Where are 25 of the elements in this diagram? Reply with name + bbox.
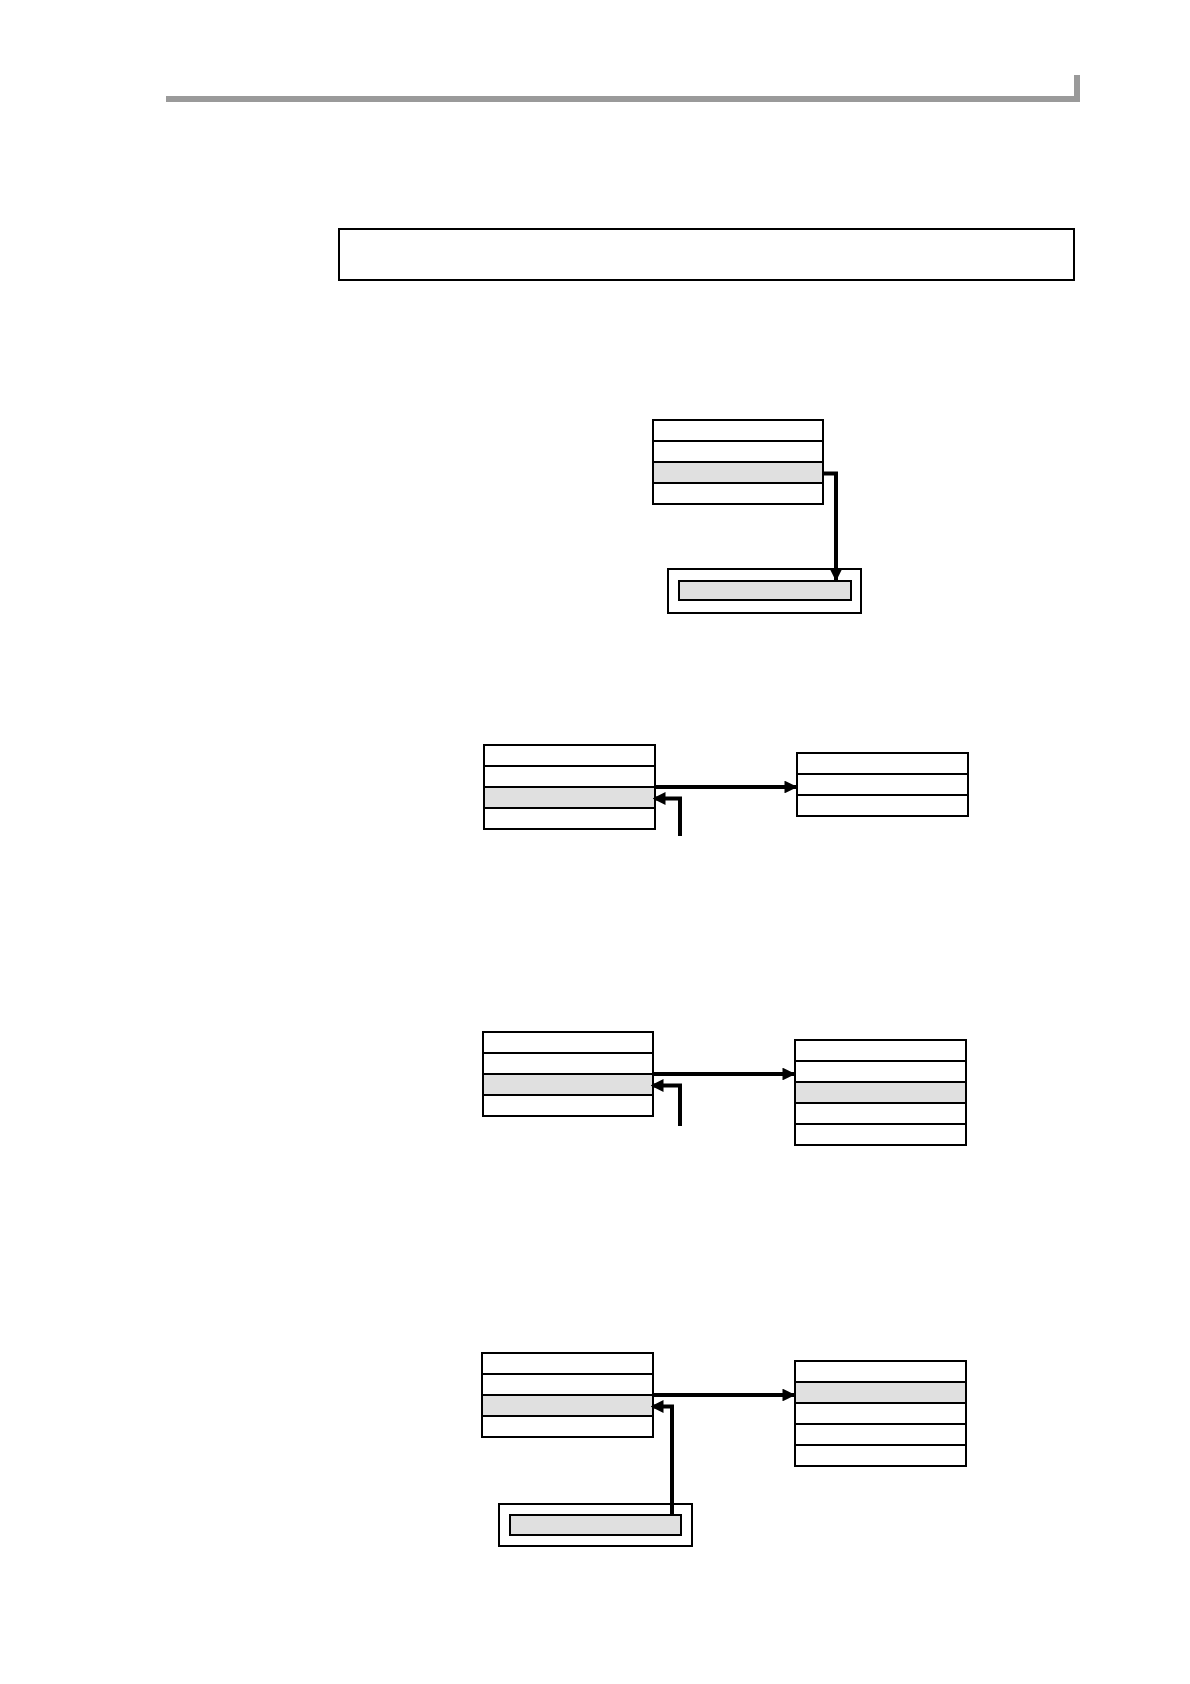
display-frame xyxy=(498,1503,693,1547)
display-frame xyxy=(667,568,862,614)
list-box xyxy=(482,1031,654,1117)
arrow xyxy=(654,1067,796,1081)
list-box xyxy=(796,752,969,817)
list-box xyxy=(652,419,824,505)
arrow xyxy=(654,1388,796,1402)
display-bar xyxy=(678,580,852,601)
highlighted-row xyxy=(484,1075,652,1096)
empty-box xyxy=(338,228,1075,281)
arrow xyxy=(656,780,798,794)
highlighted-row xyxy=(485,788,654,809)
arrow xyxy=(652,792,682,836)
arrow xyxy=(650,1400,674,1514)
highlighted-row xyxy=(796,1083,965,1104)
highlighted-row xyxy=(796,1383,965,1404)
list-box xyxy=(483,744,656,830)
highlighted-row xyxy=(483,1396,652,1417)
list-box xyxy=(481,1352,654,1438)
list-box xyxy=(794,1039,967,1146)
display-bar xyxy=(509,1514,682,1536)
list-box xyxy=(794,1360,967,1467)
arrow xyxy=(822,471,843,582)
highlighted-row xyxy=(654,463,822,484)
arrow xyxy=(650,1079,682,1126)
